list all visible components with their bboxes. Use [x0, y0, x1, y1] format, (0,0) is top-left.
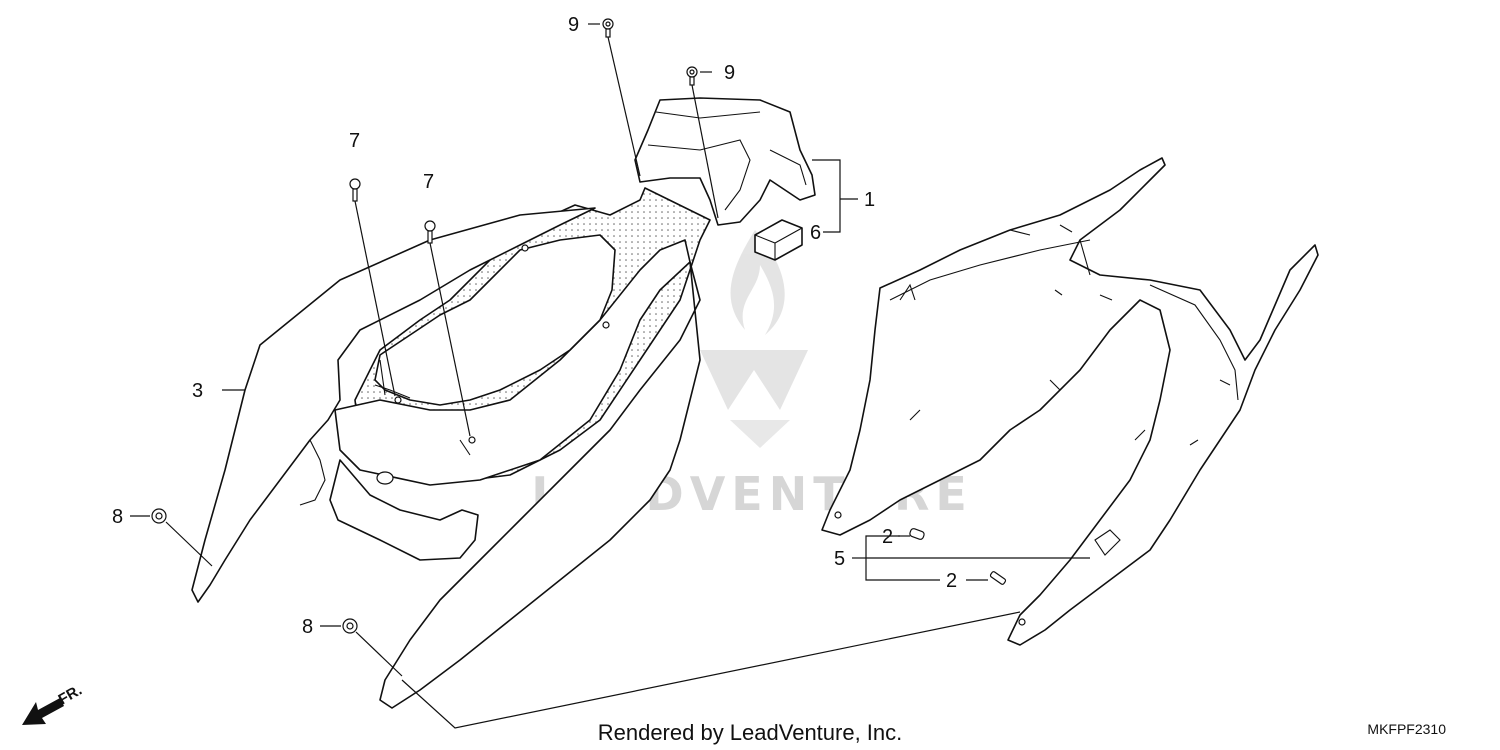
bolt-9-upper	[602, 18, 614, 38]
callout-6: 6	[810, 222, 821, 244]
callout-9-upper: 9	[568, 14, 579, 36]
clip-2-upper	[909, 528, 925, 540]
nut-8-lower	[342, 618, 358, 634]
watermark-logo	[700, 230, 808, 448]
callout-9-lower: 9	[724, 62, 735, 84]
right-side-cover	[821, 157, 1319, 646]
foam-pad	[754, 219, 803, 261]
callout-3: 3	[192, 380, 203, 402]
screw-7-right	[424, 220, 436, 244]
callout-8-lower: 8	[302, 616, 313, 638]
callout-8-upper: 8	[112, 506, 123, 528]
screw-7-left	[349, 178, 361, 202]
render-credit: Rendered by LeadVenture, Inc.	[598, 720, 903, 745]
bolt-9-lower	[686, 66, 698, 86]
callout-7-left: 7	[349, 130, 360, 152]
callout-1: 1	[864, 189, 875, 211]
left-side-cover	[191, 187, 711, 709]
diagram-code: MKFPF2310	[1367, 721, 1446, 737]
callout-7-right: 7	[423, 171, 434, 193]
callout-5: 5	[834, 548, 845, 570]
clip-2-lower	[989, 571, 1007, 585]
rear-cowl-top	[634, 97, 816, 226]
front-arrow-icon: FR.	[22, 682, 85, 725]
leader-lines	[130, 23, 1090, 729]
callout-2-upper: 2	[882, 526, 893, 548]
callout-2-lower: 2	[946, 570, 957, 592]
nut-8-upper	[151, 508, 167, 524]
